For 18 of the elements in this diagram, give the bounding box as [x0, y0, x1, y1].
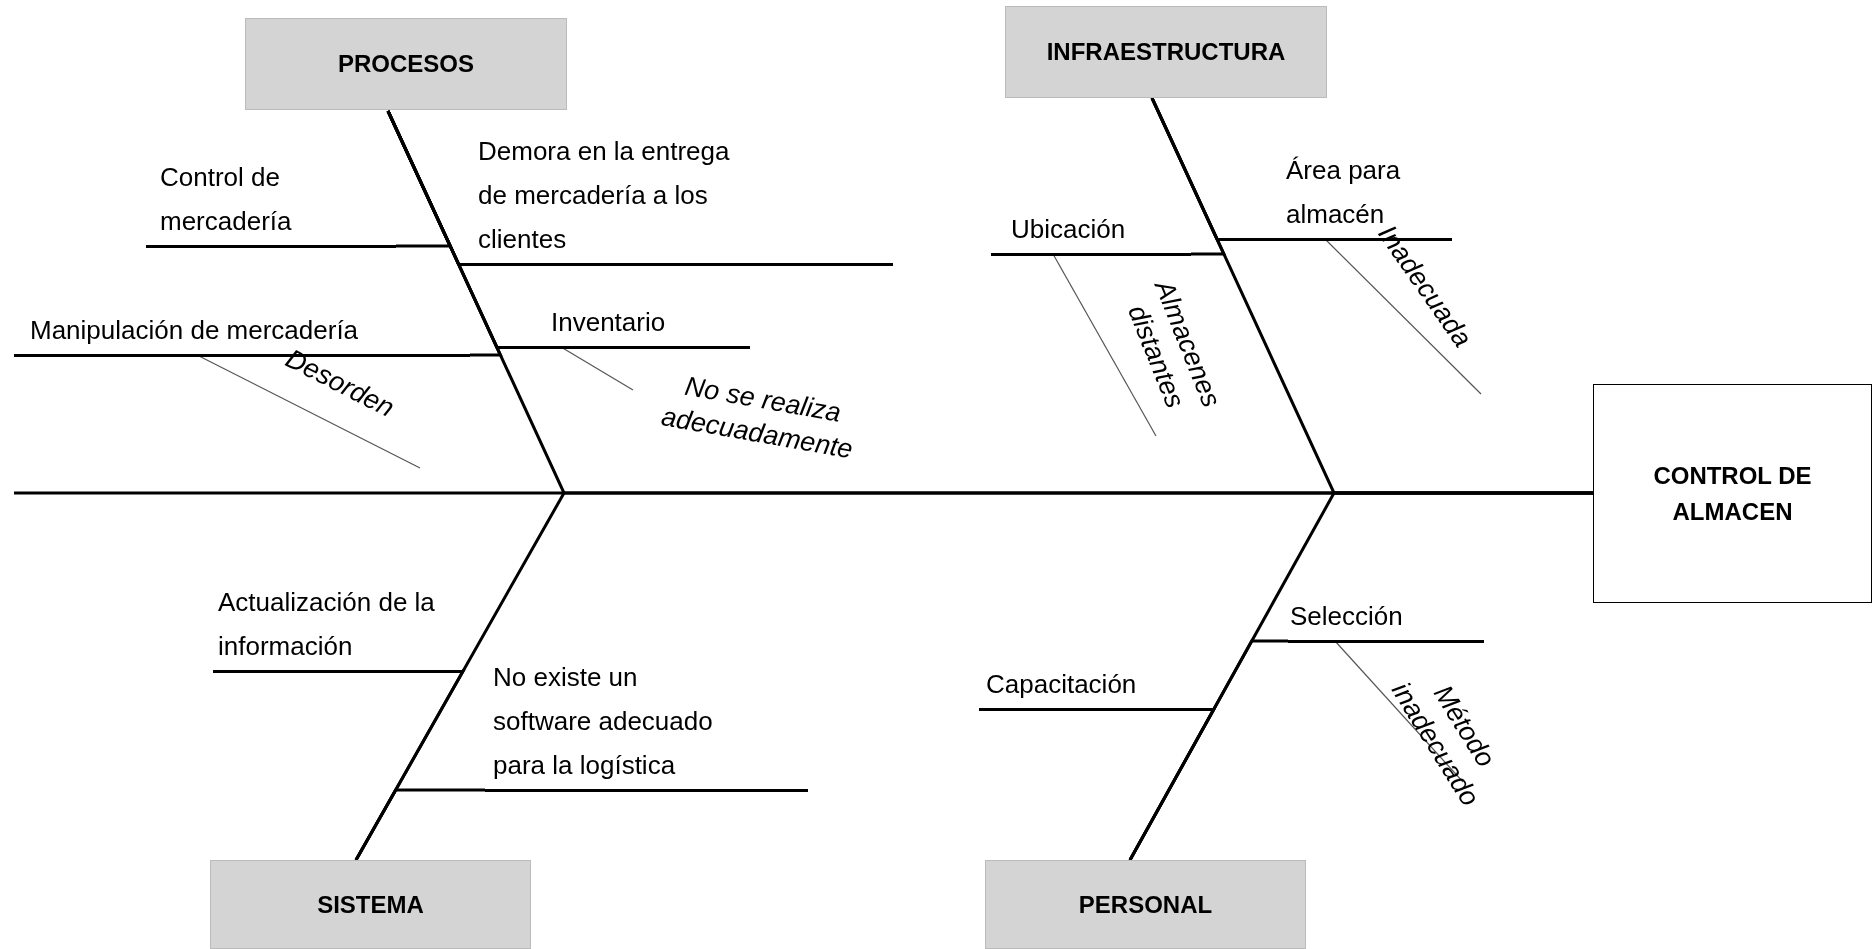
effect-box: CONTROL DE ALMACEN	[1593, 384, 1872, 603]
bone-line	[1150, 97, 1220, 241]
category-box: INFRAESTRUCTURA	[1005, 6, 1327, 98]
category-box: PERSONAL	[985, 860, 1306, 949]
category-box: SISTEMA	[210, 860, 531, 949]
cause-label: Ubicación	[991, 207, 1191, 256]
cause-label: No existe un software adecuado para la logística	[485, 655, 808, 792]
leader-line	[1324, 238, 1482, 395]
cause-label: Capacitación	[979, 662, 1213, 711]
cause-label: Selección	[1288, 594, 1484, 643]
category-box: PROCESOS	[245, 18, 567, 110]
leader-line	[1052, 253, 1157, 437]
bone-line	[1128, 639, 1288, 861]
cause-label: Demora en la entrega de mercadería a los clientes	[458, 131, 893, 266]
cause-label: Actualización de la información	[213, 580, 462, 673]
cause-label: Control de mercadería	[146, 159, 396, 248]
cause-label: Inventario	[497, 300, 750, 349]
bone-line	[354, 788, 485, 861]
